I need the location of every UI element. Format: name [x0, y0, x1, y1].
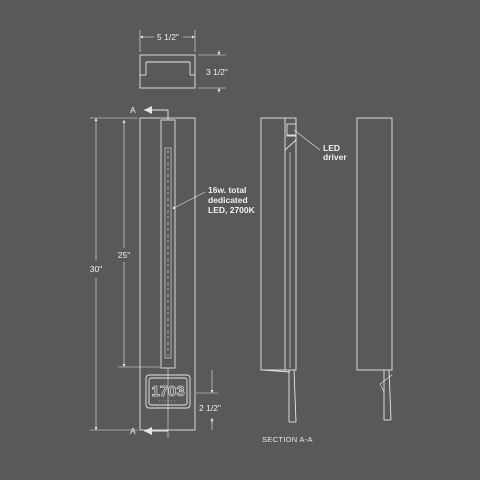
top-view: 5 1/2" 3 1/2"	[139, 30, 228, 93]
top-depth-dimension: 3 1/2"	[206, 67, 228, 77]
section-label: SECTION A-A	[262, 435, 313, 444]
house-number: 1703	[151, 383, 184, 400]
section-view: LED driver SECTION A-A	[260, 117, 347, 444]
top-width-dimension: 5 1/2"	[157, 32, 179, 42]
side-view	[356, 117, 393, 421]
overall-height-dimension: 30"	[90, 264, 102, 274]
led-note-line1: 16w. total	[208, 185, 246, 195]
driver-note-line1: LED	[323, 143, 340, 153]
light-length-dimension: 25"	[118, 250, 130, 260]
led-note-line3: LED, 2700K	[208, 205, 256, 215]
section-mark-bottom: A	[130, 426, 136, 436]
driver-note-line2: driver	[323, 152, 347, 162]
led-note-line2: dedicated	[208, 195, 248, 205]
plate-height-dimension: 2 1/2"	[199, 403, 221, 413]
front-view: A A 1703 30" 25" 2 1/2" 16w. total dedic…	[90, 105, 256, 438]
section-mark-top: A	[130, 105, 136, 115]
